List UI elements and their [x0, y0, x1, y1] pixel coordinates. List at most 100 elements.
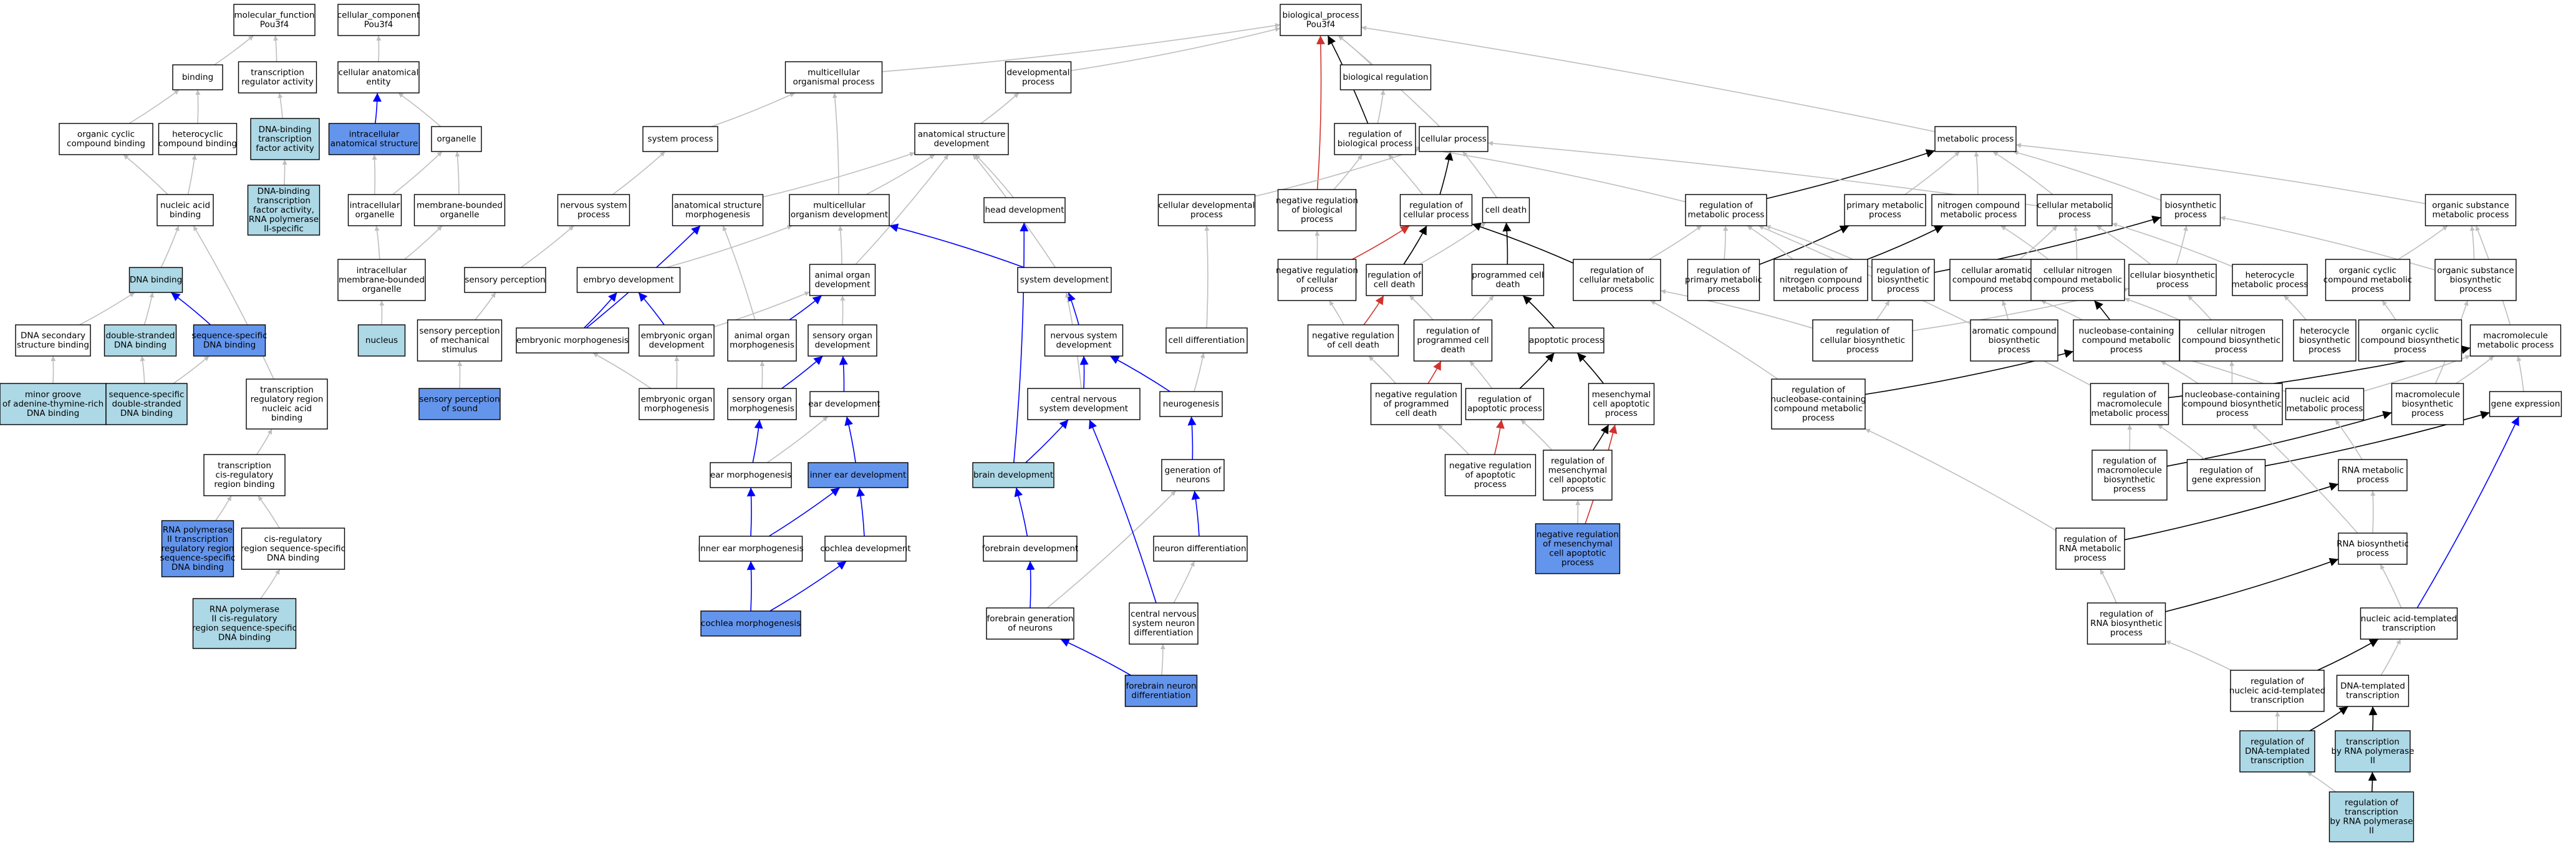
- node-cochm[interactable]: cochlea morphogenesis: [700, 610, 801, 637]
- node-fbd[interactable]: forebrain development: [982, 536, 1079, 562]
- node-dnab[interactable]: DNA binding: [128, 267, 183, 293]
- node-eard[interactable]: ear development: [808, 391, 880, 417]
- node-sysd[interactable]: system development: [1017, 267, 1112, 293]
- node-headd[interactable]: head development: [983, 197, 1066, 223]
- node-celldiff[interactable]: cell differentiation: [1165, 327, 1248, 354]
- node-nucleus[interactable]: nucleus: [357, 324, 406, 357]
- node-neurd[interactable]: neuron differentiation: [1153, 536, 1248, 562]
- node-earm[interactable]: ear morphogenesis: [710, 462, 792, 488]
- node-gexp[interactable]: gene expression: [2489, 391, 2562, 417]
- node-sperc[interactable]: sensory perception: [464, 267, 546, 293]
- node-cellp[interactable]: cellular process: [1419, 126, 1488, 152]
- node-sysp[interactable]: system process: [642, 126, 718, 152]
- node-binding[interactable]: binding: [172, 64, 223, 90]
- node-cochd[interactable]: cochlea development: [820, 536, 911, 562]
- node-ied[interactable]: inner ear development: [808, 462, 909, 488]
- node-iem[interactable]: inner ear morphogenesis: [698, 536, 804, 562]
- node-breg[interactable]: biological regulation: [1339, 64, 1432, 90]
- node-celld[interactable]: cell death: [1482, 197, 1530, 223]
- node-organelle[interactable]: organelle: [431, 126, 482, 152]
- node-apop[interactable]: apoptotic process: [1528, 327, 1604, 354]
